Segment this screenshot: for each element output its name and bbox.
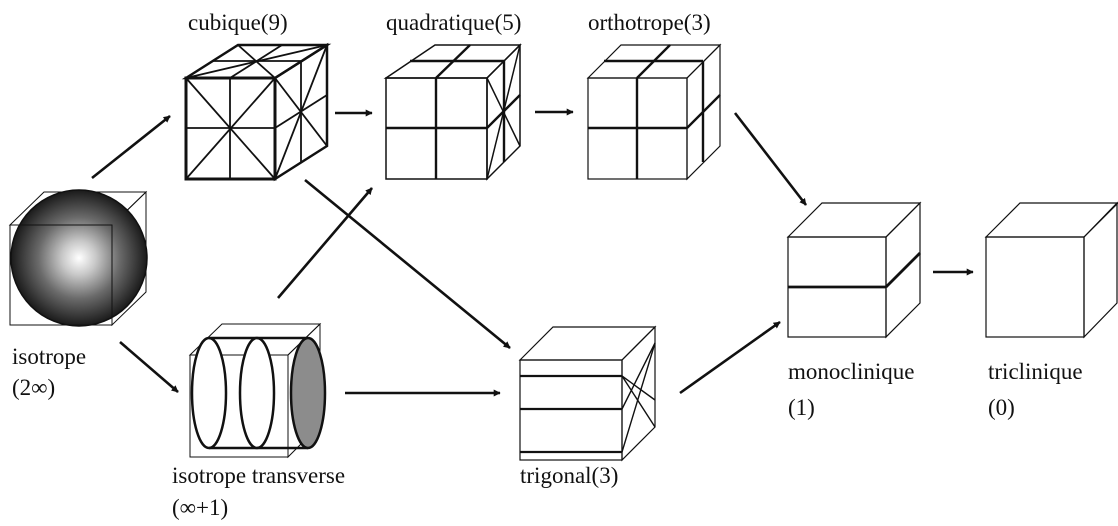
orthotrope-cube	[586, 43, 722, 181]
arrows	[91, 108, 974, 397]
quadratique-cube	[383, 43, 522, 181]
isotrope-transverse-count-label: (∞+1)	[172, 495, 229, 520]
arrow-trigonal-to-monoclinique	[679, 320, 781, 395]
cubique-label: cubique(9)	[188, 10, 288, 35]
monoclinique-cube	[786, 201, 922, 339]
trigonal-cube	[518, 325, 657, 462]
triclinique-count-label: (0)	[988, 395, 1015, 420]
isotrope-transverse-cylinders	[188, 322, 327, 459]
triclinique-label: triclinique	[988, 359, 1083, 384]
quadratique-label: quadratique(5)	[386, 10, 522, 35]
arrow-orthotrope-to-monoclinique	[733, 112, 808, 206]
triclinique-cube	[984, 201, 1118, 339]
arrow-isotrope-to-transverse	[119, 341, 179, 393]
trigonal-label: trigonal(3)	[520, 463, 619, 488]
monoclinique-label: monoclinique	[788, 359, 915, 384]
isotrope-count-label: (2∞)	[12, 375, 56, 400]
arrow-cubique-to-trigonal	[304, 178, 511, 350]
isotrope-sphere	[8, 189, 148, 327]
isotrope-label: isotrope	[12, 344, 87, 369]
arrow-isotrope-to-cubique	[91, 114, 171, 180]
orthotrope-label: orthotrope(3)	[588, 10, 711, 35]
monoclinique-count-label: (1)	[788, 395, 815, 420]
cubique-cube	[181, 42, 332, 182]
arrow-transverse-to-quadratique	[277, 187, 373, 299]
isotrope-transverse-label: isotrope transverse	[172, 463, 346, 488]
